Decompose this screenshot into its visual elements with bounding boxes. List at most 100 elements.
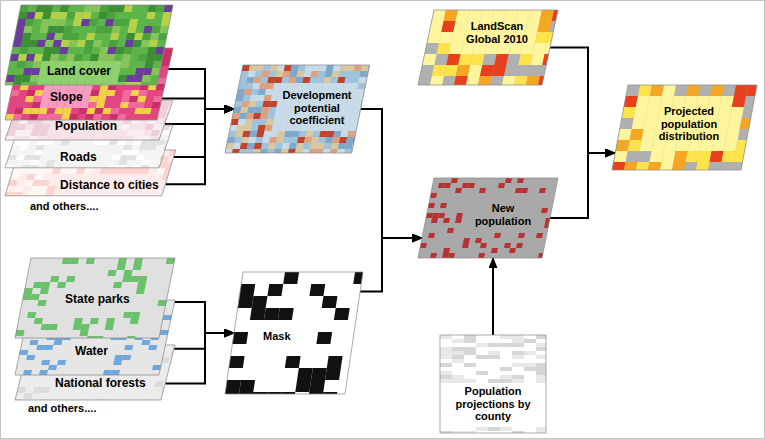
- map-cell: [296, 143, 304, 149]
- map-cell: [77, 82, 86, 85]
- map-cell: [146, 54, 155, 60]
- map-cell: [139, 145, 149, 150]
- map-cell: [5, 82, 14, 85]
- map-cell: [302, 77, 310, 83]
- map-cell: [540, 10, 554, 21]
- map-cell: [291, 131, 299, 137]
- map-cell: [438, 183, 445, 188]
- map-cell: [66, 276, 75, 282]
- map-cell: [528, 10, 542, 21]
- map-cell: [47, 106, 57, 112]
- map-cell: [128, 102, 137, 108]
- map-cell: [315, 83, 323, 89]
- map-cell: [66, 54, 75, 61]
- map-cell: [347, 131, 355, 137]
- map-cell: [516, 10, 530, 21]
- map-cell: [302, 149, 310, 153]
- map-cell: [332, 137, 340, 143]
- map-cell: [74, 12, 83, 19]
- map-cell: [295, 380, 311, 392]
- map-cell: [144, 130, 154, 135]
- map-cell: [462, 183, 469, 188]
- layer-label: State parks: [65, 293, 130, 307]
- map-cell: [134, 335, 143, 340]
- map-cell: [94, 72, 103, 78]
- map-cell: [92, 5, 101, 12]
- map-cell: [34, 54, 43, 61]
- map-cell: [39, 68, 48, 75]
- map-cell: [512, 351, 524, 355]
- layer-label: Population: [55, 120, 117, 134]
- map-cell: [144, 61, 153, 68]
- map-cell: [15, 156, 25, 162]
- map-cell: [14, 186, 24, 192]
- map-cell: [283, 272, 299, 284]
- map-cell: [23, 370, 32, 375]
- map-cell: [121, 96, 130, 102]
- map-cell: [246, 113, 254, 119]
- flow-arrow: [165, 333, 234, 384]
- map-cell: [295, 77, 303, 83]
- map-cell: [57, 125, 67, 130]
- map-cell: [696, 162, 710, 170]
- map-cell: [138, 351, 148, 357]
- map-cell: [23, 393, 33, 399]
- map-cell: [305, 131, 313, 137]
- map-cell: [352, 107, 360, 113]
- map-cell: [430, 76, 444, 85]
- map-cell: [268, 143, 276, 149]
- map-cell: [107, 47, 116, 54]
- map-cell: [262, 137, 270, 143]
- map-cell: [138, 54, 147, 61]
- map-cell: [468, 10, 482, 21]
- map-cell: [44, 5, 53, 12]
- map-cell: [33, 387, 43, 393]
- map-cell: [33, 100, 43, 106]
- map-cell: [16, 130, 26, 135]
- map-cell: [41, 360, 50, 365]
- map-cell: [37, 192, 46, 196]
- map-cell: [88, 357, 98, 363]
- flow-arrow: [550, 48, 615, 154]
- map-cell: [110, 108, 119, 114]
- map-cell: [330, 149, 338, 153]
- map-cell: [42, 54, 51, 61]
- map-cell: [75, 315, 84, 320]
- flow-arrow: [166, 302, 234, 333]
- map-cell: [21, 165, 30, 168]
- map-cell: [334, 308, 350, 320]
- map-cell: [726, 129, 740, 140]
- map-cell: [84, 5, 93, 12]
- map-cell: [262, 101, 270, 107]
- map-cell: [248, 101, 256, 107]
- map-cell: [518, 233, 525, 238]
- map-cell: [152, 130, 162, 135]
- map-cell: [108, 140, 118, 145]
- map-cell: [355, 95, 363, 101]
- map-cell: [32, 102, 41, 108]
- map-cell: [38, 130, 48, 136]
- map-cell: [248, 71, 256, 77]
- map-cell: [350, 83, 358, 89]
- map-cell: [274, 149, 282, 153]
- map-cell: [309, 284, 325, 296]
- map-cell: [38, 300, 47, 305]
- map-cell: [323, 77, 331, 83]
- map-cell: [142, 72, 151, 78]
- layer-ground: [612, 85, 757, 170]
- map-cell: [724, 140, 738, 151]
- map-cell: [109, 78, 118, 84]
- map-cell: [84, 168, 94, 174]
- map-cell: [536, 355, 546, 359]
- map-cell: [239, 284, 255, 296]
- layer-label: Population projections by county: [452, 385, 534, 423]
- map-cell: [345, 107, 353, 113]
- map-cell: [662, 151, 676, 162]
- map-cell: [24, 66, 33, 72]
- map-cell: [440, 375, 452, 379]
- layer-ground: [418, 10, 558, 85]
- map-cell: [428, 233, 435, 238]
- layer-outline: [15, 300, 175, 375]
- map-cell: [53, 114, 62, 120]
